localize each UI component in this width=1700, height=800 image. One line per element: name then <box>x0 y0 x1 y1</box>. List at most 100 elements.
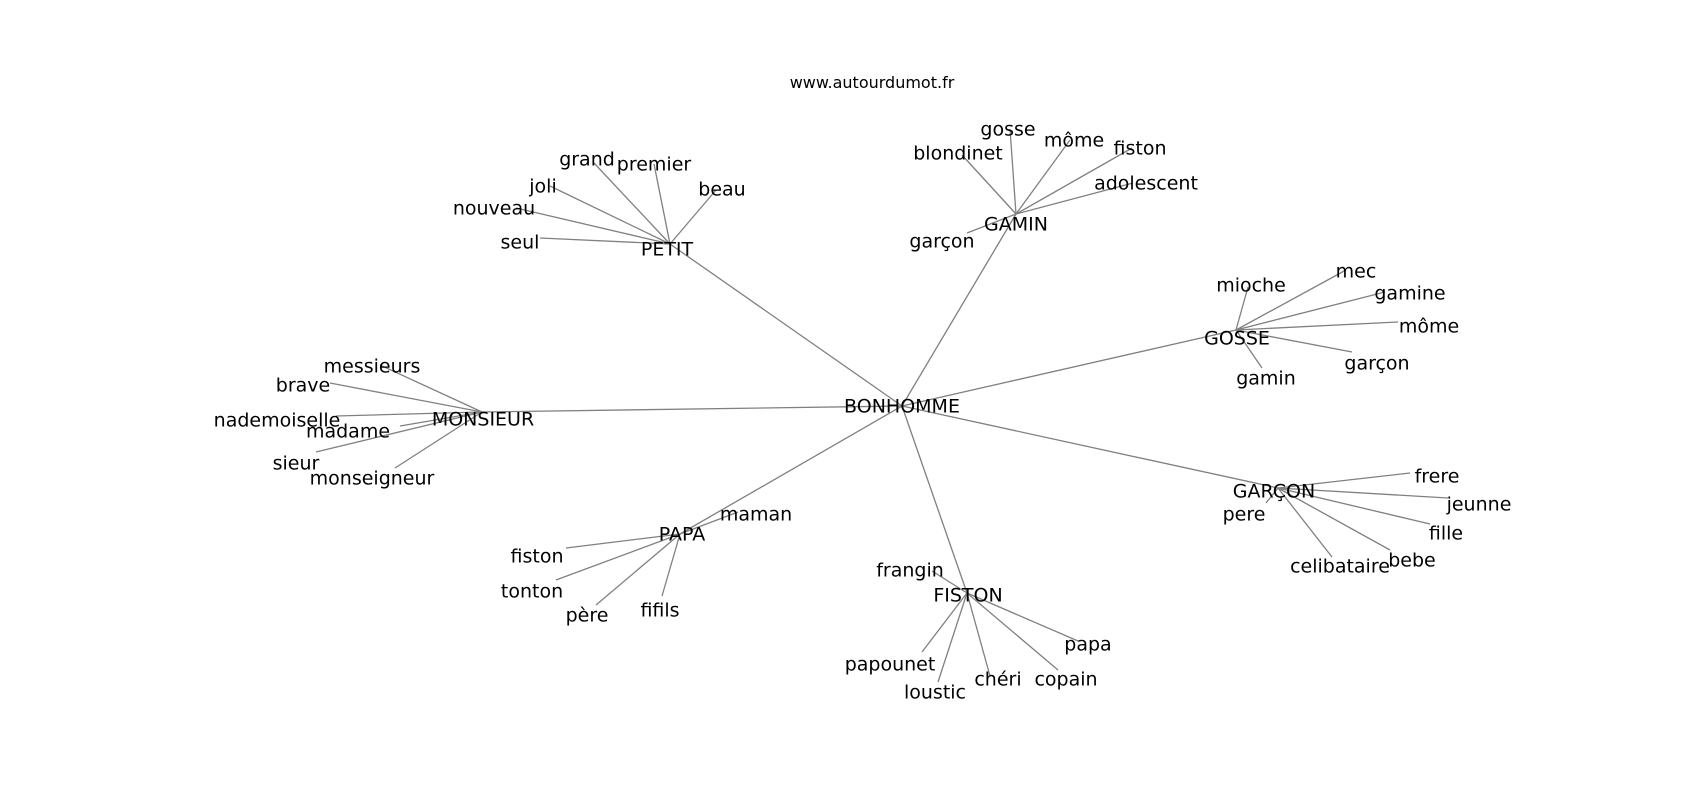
leaf-node: madame <box>306 421 390 443</box>
edge-monsieur-leaf <box>329 382 483 413</box>
leaf-node: fiston <box>1114 138 1167 160</box>
leaf-node: celibataire <box>1290 556 1390 578</box>
edge-fiston-leaf <box>931 570 968 594</box>
leaf-node: frangin <box>876 560 944 582</box>
edge-root-petit <box>669 243 903 407</box>
edge-root-fiston <box>901 405 968 594</box>
leaf-node: adolescent <box>1094 173 1198 195</box>
edge-gosse-leaf <box>1235 291 1386 331</box>
leaf-node: brave <box>276 375 330 397</box>
leaf-node: pere <box>1223 504 1266 526</box>
leaf-node: seul <box>501 232 540 254</box>
leaf-node: garçon <box>1344 353 1409 375</box>
node-papa: PAPA <box>659 524 705 546</box>
leaf-node: jeunne <box>1446 494 1512 516</box>
leaf-node: gamin <box>1236 368 1296 390</box>
leaf-node: loustic <box>904 682 966 704</box>
node-fiston: FISTON <box>933 585 1002 607</box>
edge-papa-leaf <box>679 511 739 535</box>
edge-gosse-leaf <box>1235 329 1353 353</box>
node-gosse: GOSSE <box>1204 328 1270 350</box>
edge-gamin-leaf <box>1015 147 1133 215</box>
graph-edges <box>315 128 1449 683</box>
leaf-node: chéri <box>974 669 1021 691</box>
edge-fiston-leaf <box>921 592 968 653</box>
edge-root-garcon <box>901 405 1279 489</box>
edge-gamin-leaf <box>966 213 1017 234</box>
edge-petit-leaf <box>549 185 671 245</box>
leaf-node: grand <box>559 149 615 171</box>
edge-gamin-leaf <box>1015 139 1071 215</box>
leaf-node: monseigneur <box>310 468 435 490</box>
leaf-node: fiston <box>511 546 564 568</box>
edge-garcon-leaf <box>1277 487 1449 499</box>
leaf-node: papa <box>1064 634 1111 656</box>
leaf-node: mioche <box>1216 275 1286 297</box>
edge-root-gamin <box>901 213 1017 407</box>
leaf-node: gosse <box>980 119 1035 141</box>
edge-garcon-leaf <box>1277 472 1411 489</box>
edge-fiston-leaf <box>966 592 991 677</box>
leaf-node: gamine <box>1374 283 1445 305</box>
source-url: www.autourdumot.fr <box>790 73 955 92</box>
edge-gosse-leaf <box>1235 329 1263 369</box>
leaf-node: messieurs <box>324 356 421 378</box>
node-petit: PETIT <box>641 239 694 261</box>
edge-monsieur-leaf <box>315 411 483 453</box>
edge-root-papa <box>679 405 903 535</box>
edge-gamin-leaf <box>961 154 1017 215</box>
edge-papa-leaf <box>661 533 681 597</box>
edge-monsieur-leaf <box>394 411 483 469</box>
node-gamin: GAMIN <box>984 214 1048 236</box>
edge-gosse-leaf <box>1235 321 1399 331</box>
edge-petit-leaf <box>593 162 671 245</box>
edge-petit-leaf <box>669 189 717 245</box>
edge-petit-leaf <box>653 163 671 245</box>
edge-gamin-leaf <box>1009 128 1017 215</box>
edge-garcon-leaf <box>1277 487 1333 558</box>
edge-gamin-leaf <box>1015 182 1134 215</box>
leaf-node: fille <box>1429 523 1463 545</box>
leaf-node: sieur <box>273 453 320 475</box>
edge-root-monsieur <box>481 405 903 413</box>
leaf-node: maman <box>720 504 792 526</box>
edge-gosse-leaf <box>1235 269 1347 331</box>
leaf-node: garçon <box>909 231 974 253</box>
leaf-node: môme <box>1044 130 1104 152</box>
leaf-node: frere <box>1415 466 1460 488</box>
leaf-node: tonton <box>501 581 563 603</box>
edge-garcon-leaf <box>1265 487 1279 504</box>
edge-root-gosse <box>901 329 1237 407</box>
leaf-node: nouveau <box>453 198 535 220</box>
edge-papa-leaf <box>595 533 681 606</box>
edge-monsieur-leaf <box>399 411 483 427</box>
leaf-node: beau <box>698 179 745 201</box>
edge-gosse-leaf <box>1235 286 1249 331</box>
leaf-node: mec <box>1336 261 1377 283</box>
leaf-node: joli <box>528 176 556 198</box>
edge-fiston-leaf <box>966 592 1059 671</box>
edge-garcon-leaf <box>1277 487 1431 525</box>
edge-monsieur-leaf <box>379 364 483 413</box>
edge-monsieur-leaf <box>335 411 483 417</box>
edge-papa-leaf <box>565 533 681 549</box>
leaf-node: nademoiselle <box>214 410 341 432</box>
edge-papa-leaf <box>555 533 681 581</box>
leaf-node: copain <box>1034 669 1097 691</box>
node-garcon: GARÇON <box>1233 481 1315 503</box>
leaf-node: papounet <box>845 654 936 676</box>
edge-garcon-leaf <box>1277 487 1391 551</box>
leaf-node: môme <box>1399 316 1459 338</box>
leaf-node: bebe <box>1388 550 1436 572</box>
node-root: BONHOMME <box>844 396 960 418</box>
edge-petit-leaf <box>515 207 671 245</box>
edge-fiston-leaf <box>966 592 1079 642</box>
node-monsieur: MONSIEUR <box>432 409 534 431</box>
leaf-node: blondinet <box>913 143 1003 165</box>
edge-fiston-leaf <box>937 592 968 683</box>
leaf-node: premier <box>617 154 692 176</box>
leaf-node: fifils <box>640 600 679 622</box>
leaf-node: père <box>566 605 609 627</box>
